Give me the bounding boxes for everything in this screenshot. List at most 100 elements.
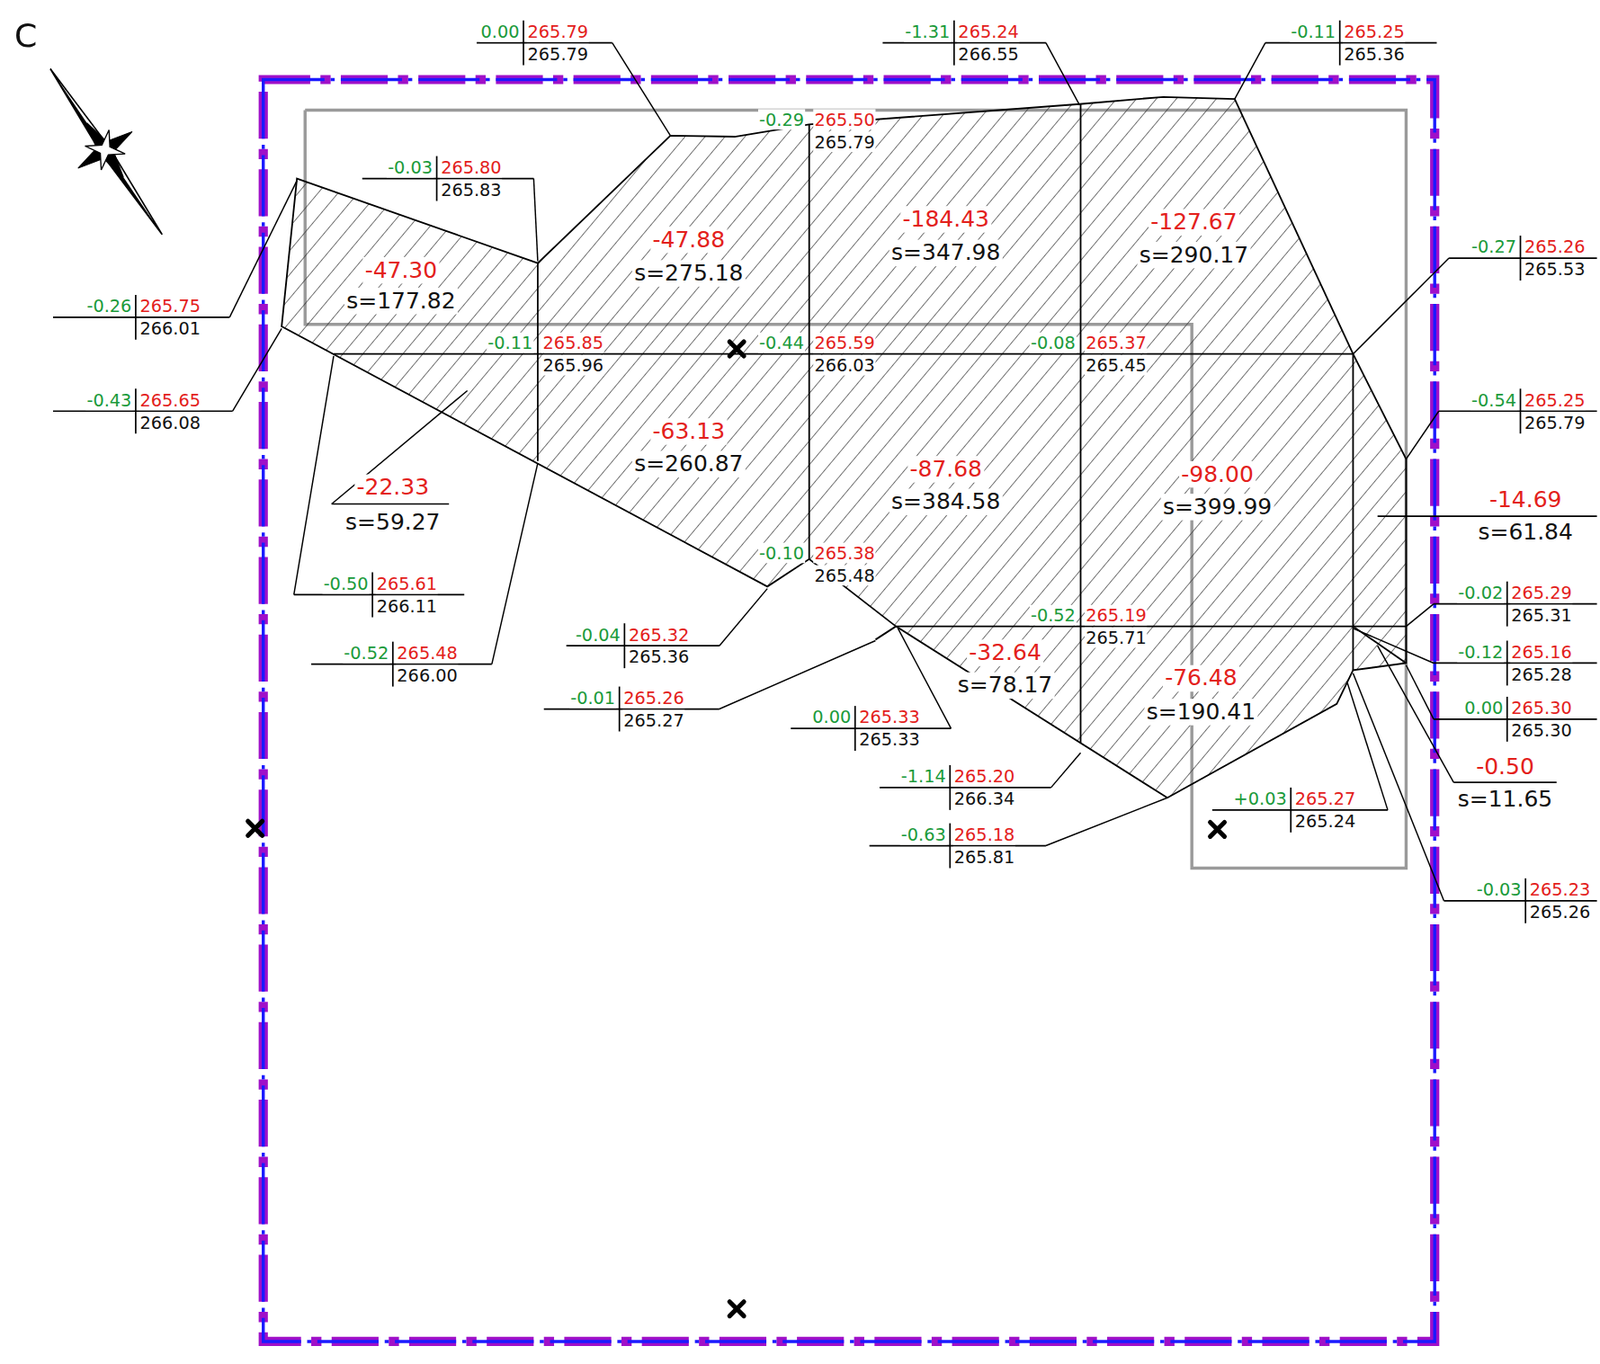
existing-elevation: 265.48 [813,565,876,587]
elevation-difference: 0.00 [811,706,852,728]
callout-underline [331,503,449,506]
cross-mark [248,341,1225,1317]
design-elevation: 265.25 [1342,21,1406,43]
design-elevation: 265.50 [813,108,876,130]
cut-zone: -184.43s=347.98 [889,205,1003,267]
design-elevation: 265.25 [1523,389,1587,411]
leader-line [294,356,334,595]
elevation-mark-divider [1506,641,1509,687]
elevation-difference: 0.00 [1463,697,1504,719]
elevation-difference: -0.43 [85,389,133,411]
design-elevation: 265.19 [1084,605,1148,626]
design-elevation: 265.23 [1528,879,1592,901]
elevation-mark-divider [1519,235,1522,281]
elevation-mark-divider [953,20,956,66]
zone-area: s=275.18 [632,259,746,287]
leader-line [1405,665,1434,720]
elevation-difference: -0.63 [900,824,948,846]
design-elevation: 265.30 [1510,697,1574,719]
design-elevation: 265.65 [138,389,202,411]
design-elevation: 265.27 [1294,788,1358,810]
elevation-mark-divider [624,623,626,669]
elevation-mark-divider [1289,787,1292,833]
existing-elevation: 265.79 [526,44,590,65]
site-boundary [263,79,1435,1341]
callout-underline [1453,781,1556,784]
design-elevation: 265.16 [1510,642,1574,663]
existing-elevation: 265.33 [858,729,921,751]
leader-line [533,178,538,262]
zone-area: s=260.87 [632,450,746,477]
leader-line [331,391,468,505]
existing-elevation: 266.03 [813,355,876,376]
existing-elevation: 265.26 [1528,902,1592,923]
design-elevation: 265.59 [813,332,876,354]
existing-elevation: 265.36 [1342,44,1406,65]
existing-elevation: 265.24 [1294,811,1358,832]
elevation-difference: -0.03 [1475,879,1523,901]
grid-lines [333,104,1406,743]
zone-area: s=290.17 [1137,241,1252,269]
existing-elevation: 265.79 [1523,411,1587,433]
cut-zone: -47.30s=177.82 [344,257,458,315]
design-elevation: 265.80 [439,157,503,179]
elevation-difference: 0.00 [479,21,520,43]
cut-zone: -32.64s=78.17 [956,639,1055,699]
zone-area: s=190.41 [1144,698,1258,725]
elevation-difference: -0.03 [386,157,434,179]
elevation-difference: -0.01 [569,688,617,709]
existing-elevation: 265.53 [1523,259,1587,280]
leader-line [719,641,876,710]
existing-elevation: 265.79 [813,131,876,152]
zone-area: s=399.99 [1161,493,1275,520]
cut-volume: -0.50 [1474,753,1537,780]
elevation-difference: -1.31 [903,21,951,43]
design-elevation: 265.33 [858,706,921,728]
leader-line [1045,797,1168,846]
leader-line [612,43,671,136]
cut-area [281,97,1406,798]
cut-zone: -87.68s=384.58 [889,455,1003,516]
existing-elevation: 266.01 [138,318,202,340]
elevation-difference: -0.50 [322,573,370,595]
leader-line [1405,604,1434,627]
design-elevation: 265.32 [627,624,691,645]
site-boundary-inner [263,79,1435,1341]
elevation-difference: -0.26 [85,295,133,317]
leader-line [1234,43,1266,99]
north-arrow [23,50,190,253]
elevation-difference: -0.11 [1289,21,1337,43]
existing-elevation: 266.08 [138,411,202,433]
existing-elevation: 265.71 [1084,627,1148,649]
cut-volume: -22.33 [354,474,431,501]
leader-line [719,589,768,647]
cut-zone: -76.48s=190.41 [1144,665,1258,726]
existing-elevation: 266.55 [956,44,1020,65]
elevation-mark-divider [371,572,374,617]
existing-elevation: 265.27 [622,710,686,732]
cut-volume: -98.00 [1179,461,1256,488]
elevation-difference: -0.52 [1029,605,1077,626]
cut-volume: -14.69 [1487,486,1565,513]
elevation-mark-divider [1506,581,1509,627]
volume-callout: -0.50 s=11.65 [1456,753,1556,814]
callout-underline [1377,515,1598,518]
design-elevation: 265.48 [395,643,459,664]
elevation-mark-divider [1506,697,1509,742]
existing-elevation: 266.00 [395,665,459,687]
leader-line [1051,752,1082,788]
zone-area: s=11.65 [1456,786,1556,814]
existing-elevation: 265.45 [1084,355,1148,376]
design-elevation: 265.29 [1510,582,1574,604]
elevation-difference: -0.02 [1456,582,1504,604]
elevation-mark-divider [134,294,137,340]
elevation-mark-divider [948,823,951,869]
design-elevation: 265.61 [375,573,439,595]
elevation-mark-divider [854,706,857,751]
cut-volume: -47.30 [362,257,439,284]
leader-line [232,328,282,412]
design-elevation: 265.38 [813,543,876,564]
elevation-difference: -0.08 [1029,332,1077,354]
